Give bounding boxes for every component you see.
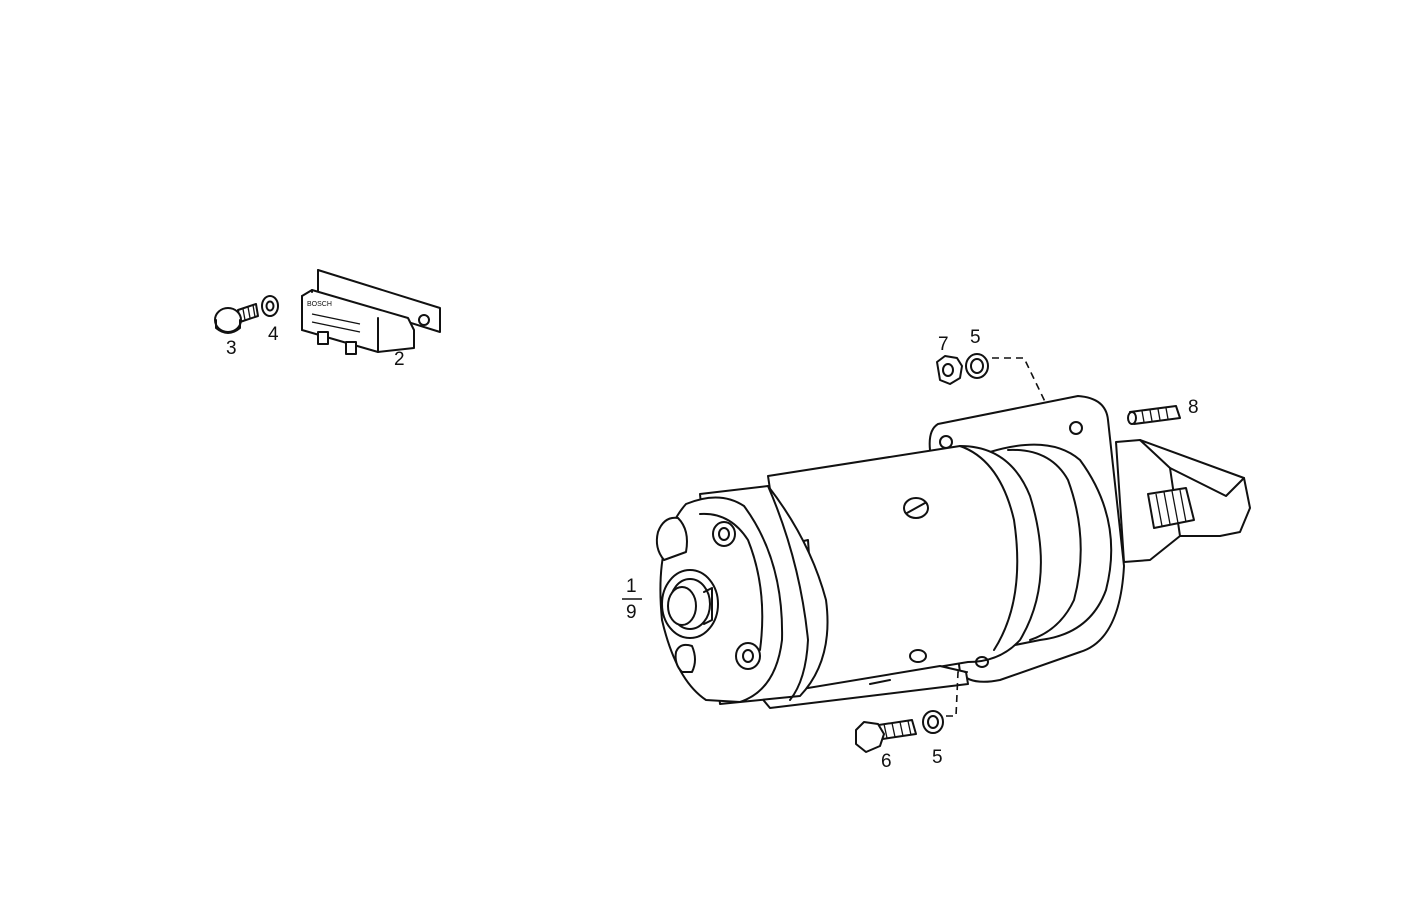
label-part-9: 9	[626, 602, 637, 623]
label-part-7: 7	[938, 334, 949, 355]
label-part-1: 1	[626, 576, 637, 597]
assembly-line-bottom	[946, 671, 968, 717]
label-part-2: 2	[394, 349, 405, 370]
relay-marking: BOSCH	[307, 301, 332, 308]
label-part-4: 4	[268, 324, 279, 345]
label-part-5-top: 5	[970, 327, 981, 348]
bolt-part-6	[855, 719, 917, 753]
stud-part-8	[1127, 405, 1181, 425]
screw-part	[214, 303, 259, 334]
nut-part-7	[936, 355, 963, 385]
washer-part-5-top	[965, 353, 989, 379]
label-part-5-bottom: 5	[932, 747, 943, 768]
relay-part: BOSCH	[301, 269, 441, 355]
label-part-6: 6	[881, 751, 892, 772]
washer-part-4	[261, 295, 279, 317]
starter-motor-part	[655, 395, 1251, 709]
washer-part-5-bottom	[922, 710, 944, 734]
label-part-3: 3	[226, 338, 237, 359]
label-part-8: 8	[1188, 397, 1199, 418]
